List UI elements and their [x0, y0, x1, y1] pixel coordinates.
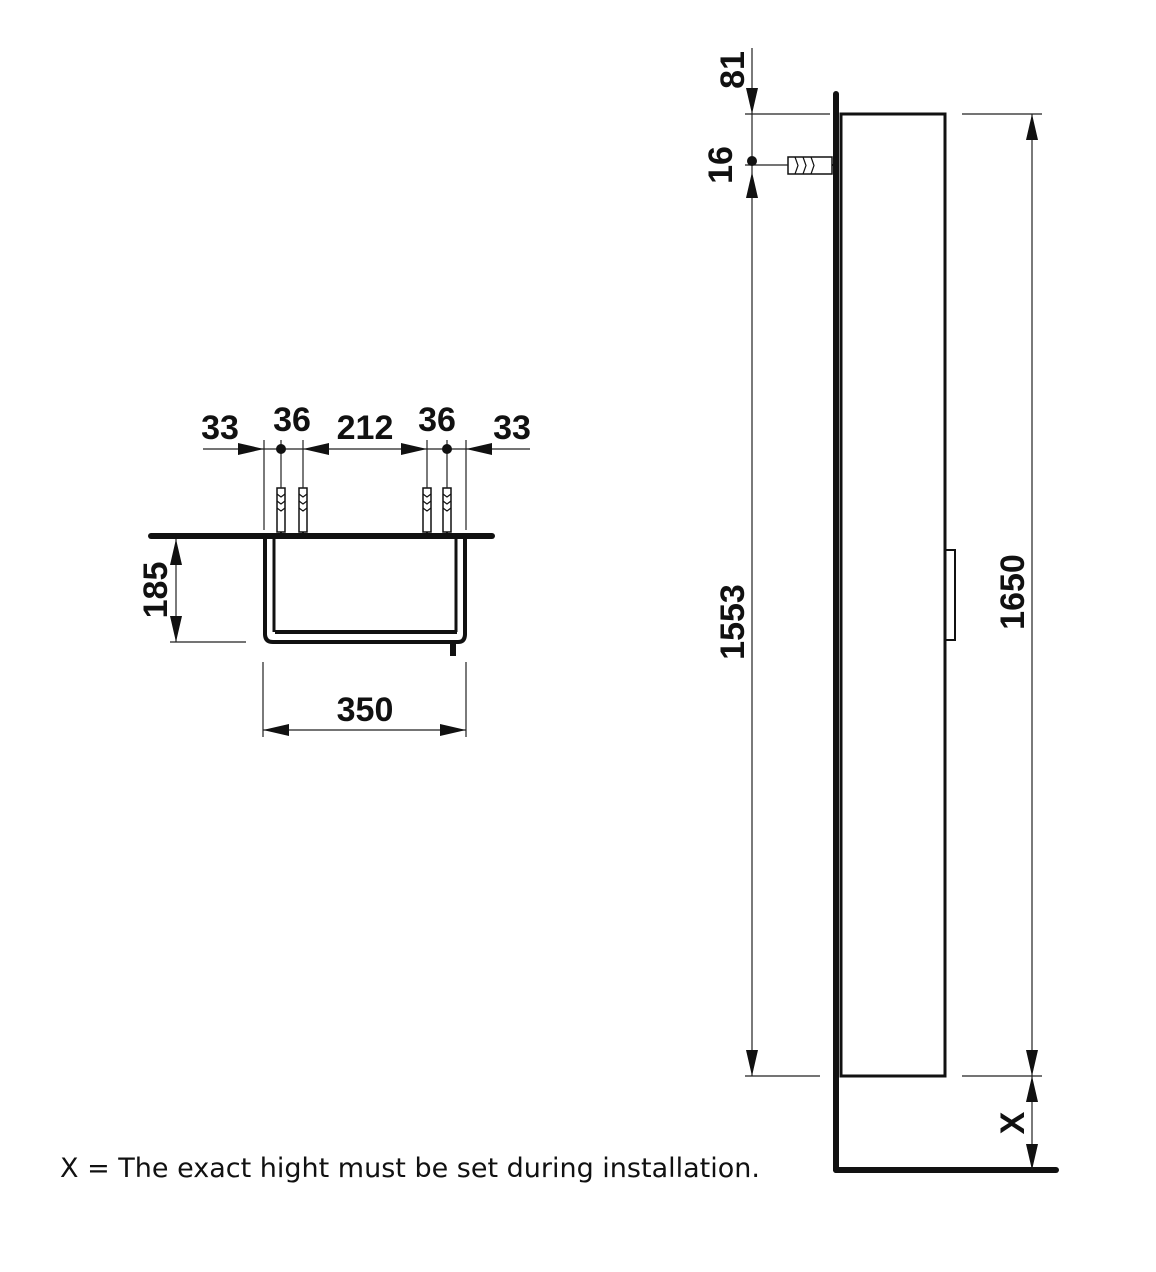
arrow-left-icon — [303, 443, 329, 455]
installation-note: X = The exact hight must be set during i… — [60, 1153, 760, 1184]
arrow-down-icon — [746, 1050, 758, 1076]
dim-depth: 185 — [137, 562, 175, 619]
cabinet-outline-top-view — [263, 539, 467, 644]
arrow-right-icon — [401, 443, 427, 455]
dim-left-hole-gap: 36 — [273, 401, 311, 439]
dim-right-margin: 33 — [493, 409, 531, 447]
arrow-up-icon — [170, 539, 182, 565]
dim-hole-to-bottom: 1553 — [714, 584, 752, 660]
handle-side-view — [944, 549, 956, 641]
arrow-up-icon — [1026, 1076, 1038, 1102]
dim-right-hole-gap: 36 — [418, 401, 456, 439]
arrow-down-icon — [170, 616, 182, 642]
arrow-right-icon — [238, 443, 264, 455]
arrow-up-icon — [746, 172, 758, 198]
side-view: 81 16 1553 1650 X — [702, 48, 1059, 1173]
arrow-right-icon — [440, 724, 466, 736]
dim-floor-gap: X — [994, 1111, 1032, 1134]
dim-width: 350 — [337, 691, 394, 729]
hole-marker — [747, 156, 757, 166]
arrow-up-icon — [1026, 114, 1038, 140]
dim-hole-offset: 16 — [702, 146, 740, 184]
wall-plug-icon — [442, 487, 452, 535]
top-view: 33 36 212 36 33 185 350 — [137, 401, 531, 737]
dim-center-span: 212 — [337, 409, 394, 447]
hole-marker — [442, 444, 452, 454]
arrow-left-icon — [263, 724, 289, 736]
wall-plug-icon — [422, 487, 432, 535]
arrow-down-icon — [746, 88, 758, 114]
handle-top-view — [450, 642, 456, 656]
wall-plug-icon — [276, 487, 286, 535]
dim-total-height: 1650 — [994, 554, 1032, 630]
dim-top-offset: 81 — [714, 51, 752, 89]
wall-plug-icon — [787, 156, 836, 175]
hole-marker — [276, 444, 286, 454]
arrow-left-icon — [466, 443, 492, 455]
wall-plug-icon — [298, 487, 308, 535]
dim-left-margin: 33 — [201, 409, 239, 447]
cabinet-body-side-view — [839, 112, 947, 1078]
arrow-down-icon — [1026, 1050, 1038, 1076]
arrow-down-icon — [1026, 1144, 1038, 1170]
